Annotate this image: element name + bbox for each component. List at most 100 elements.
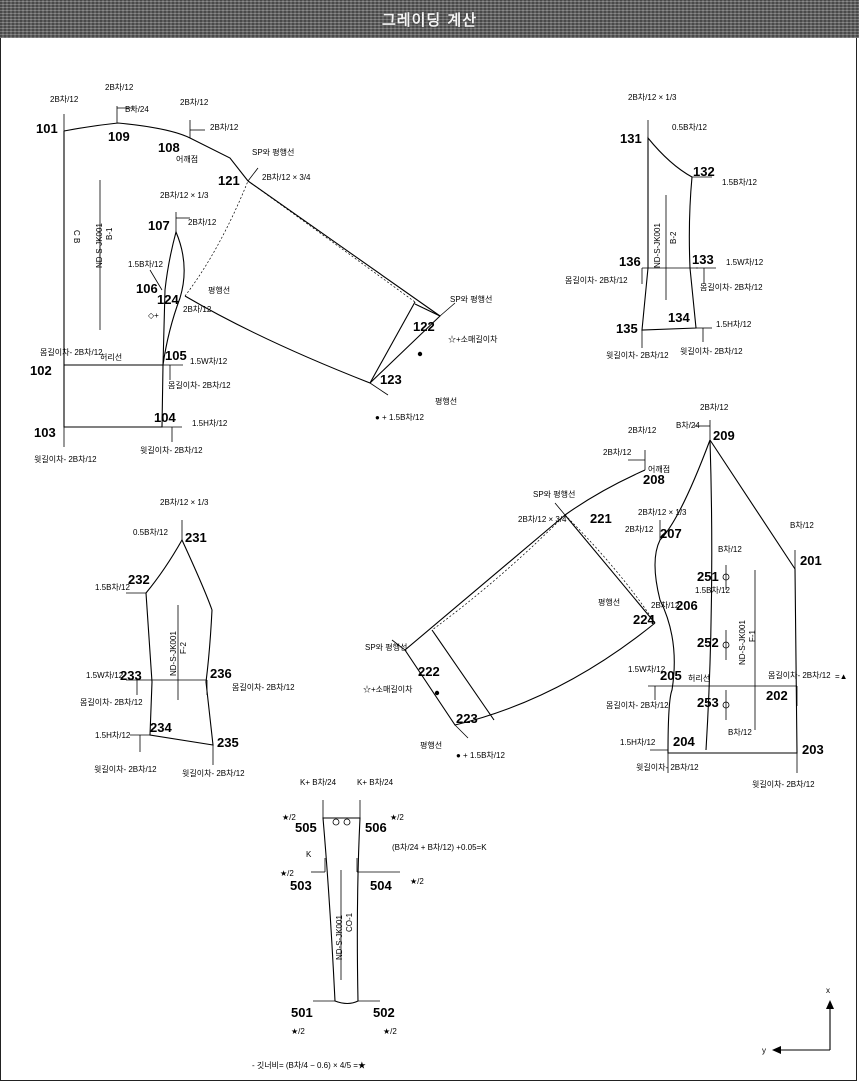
point-221: 221: [590, 511, 612, 526]
formula-207a: 2B차/12 × 1/3: [638, 508, 687, 517]
label-body-len-7: 몸길이차- 2B차/12: [80, 697, 143, 707]
block-id-back-piece-sub: F-1: [748, 629, 757, 642]
title-banner: 그레이딩 계산: [0, 0, 859, 38]
back-sleeve-piece: [404, 469, 656, 726]
point-106: 106: [136, 281, 158, 296]
formula-131b: 0.5B차/12: [672, 123, 707, 132]
block-id-front: ND-S-JK001: [95, 223, 104, 268]
formula-collar: (B차/24 + B차/12) +0.05=K: [392, 843, 487, 852]
formula-223: ● + 1.5B차/12: [456, 751, 505, 760]
label-body-len-5: 몸길이차- 2B차/12: [768, 670, 831, 680]
axis-x-label: x: [826, 986, 830, 995]
label-top-len-7: 윗길이차- 2B차/12: [94, 764, 157, 774]
formula-233: 1.5W차/12: [86, 671, 124, 680]
formula-105a: 1.5W차/12: [190, 357, 228, 366]
formula-109b: B차/24: [125, 105, 149, 114]
formula-253: B차/12: [728, 728, 752, 737]
point-121: 121: [218, 173, 240, 188]
formula-505b: ★/2: [282, 813, 296, 822]
label-heori-1: 허리선: [100, 353, 122, 362]
label-sp-3: SP와 평행선: [533, 489, 575, 499]
point-134: 134: [668, 310, 690, 325]
formula-204: 1.5H차/12: [620, 738, 656, 747]
formula-107a: 2B차/12 × 1/3: [160, 191, 209, 200]
back-body-piece: [654, 439, 798, 754]
markers: [332, 351, 730, 826]
point-224: 224: [633, 612, 655, 627]
block-id-back: ND-S-JK001: [653, 223, 662, 268]
formula-123: ● + 1.5B차/12: [375, 413, 424, 422]
point-101: 101: [36, 121, 58, 136]
formula-208b: 2B차/12: [603, 448, 632, 457]
formula-231a: 2B차/12 × 1/3: [160, 498, 209, 507]
formula-209a: 2B차/12: [700, 403, 729, 412]
point-105: 105: [165, 348, 187, 363]
formula-201: B차/12: [790, 521, 814, 530]
formula-503b: ★/2: [280, 869, 294, 878]
point-251: 251: [697, 569, 719, 584]
formula-133a: 1.5W차/12: [726, 258, 764, 267]
block-id-collar: ND-S-JK001: [335, 915, 344, 960]
formula-132: 1.5B차/12: [722, 178, 757, 187]
label-sp-1: SP와 평행선: [252, 147, 294, 157]
label-parallel-3: 평행선: [598, 597, 620, 607]
formula-101: 2B차/12: [50, 95, 79, 104]
formula-208a: 2B차/12: [628, 426, 657, 435]
formula-108b: 2B차/12: [210, 123, 239, 132]
label-body-len-6: 몸길이차- 2B차/12: [606, 700, 669, 710]
block-id-sleeve-under: ND-S-JK001: [169, 631, 178, 676]
point-109: 109: [108, 129, 130, 144]
label-top-len-6: 윗길이차- 2B차/12: [752, 779, 815, 789]
point-numbers: 101 102 103 104 105 106 107 108 109 121 …: [30, 121, 824, 1020]
circle-marker-505: [332, 818, 340, 826]
point-202: 202: [766, 688, 788, 703]
point-505: 505: [295, 820, 317, 835]
front-body-piece: [63, 122, 249, 428]
point-132: 132: [693, 164, 715, 179]
point-502: 502: [373, 1005, 395, 1020]
point-234: 234: [150, 720, 172, 735]
point-253: 253: [697, 695, 719, 710]
point-122: 122: [413, 319, 435, 334]
formula-205a: 1.5W차/12: [628, 665, 666, 674]
formula-504b: ★/2: [410, 877, 424, 886]
point-233: 233: [120, 668, 142, 683]
back-top-piece: [641, 136, 698, 331]
point-223: 223: [456, 711, 478, 726]
formula-207b: 2B차/12: [625, 525, 654, 534]
point-206: 206: [676, 598, 698, 613]
formula-503k: K: [306, 850, 312, 859]
point-136: 136: [619, 254, 641, 269]
formula-124: 2B차/12: [183, 305, 212, 314]
point-102: 102: [30, 363, 52, 378]
label-eokkae-2: 어깨점: [648, 464, 670, 474]
under-sleeve-piece: [145, 538, 214, 746]
label-eokkae-1: 어깨점: [176, 154, 198, 164]
label-body-len-3: 몸길이차- 2B차/12: [700, 282, 763, 292]
formula-221: 2B차/12 × 3/4: [518, 515, 567, 524]
formula-505a: K+ B차/24: [300, 778, 337, 787]
formula-121: 2B차/12 × 3/4: [262, 173, 311, 182]
dot-marker-222: [434, 690, 440, 696]
formula-134: 1.5H차/12: [716, 320, 752, 329]
label-top-len-5: 윗길이차- 2B차/12: [636, 762, 699, 772]
point-232: 232: [128, 572, 150, 587]
point-107: 107: [148, 218, 170, 233]
label-body-len-8: 몸길이차- 2B차/12: [232, 682, 295, 692]
dot-marker-122: [417, 351, 423, 357]
formula-506a: K+ B차/24: [357, 778, 394, 787]
collar-piece: [322, 817, 361, 1005]
formula-131a: 2B차/12 × 1/3: [628, 93, 677, 102]
grading-arrows: [63, 106, 798, 1002]
label-top-len-4: 윗길이차- 2B차/12: [606, 350, 669, 360]
page-title: 그레이딩 계산: [381, 11, 478, 29]
label-heori-2: 허리선: [688, 674, 710, 683]
label-parallel-4: 평행선: [420, 740, 442, 750]
front-sleeve-piece: [184, 180, 441, 384]
point-209: 209: [713, 428, 735, 443]
formula-502: ★/2: [383, 1027, 397, 1036]
axis-indicator: x y: [762, 986, 834, 1055]
formula-104: 1.5H차/12: [192, 419, 228, 428]
formula-206b: 2B차/12: [651, 601, 680, 610]
point-506: 506: [365, 820, 387, 835]
